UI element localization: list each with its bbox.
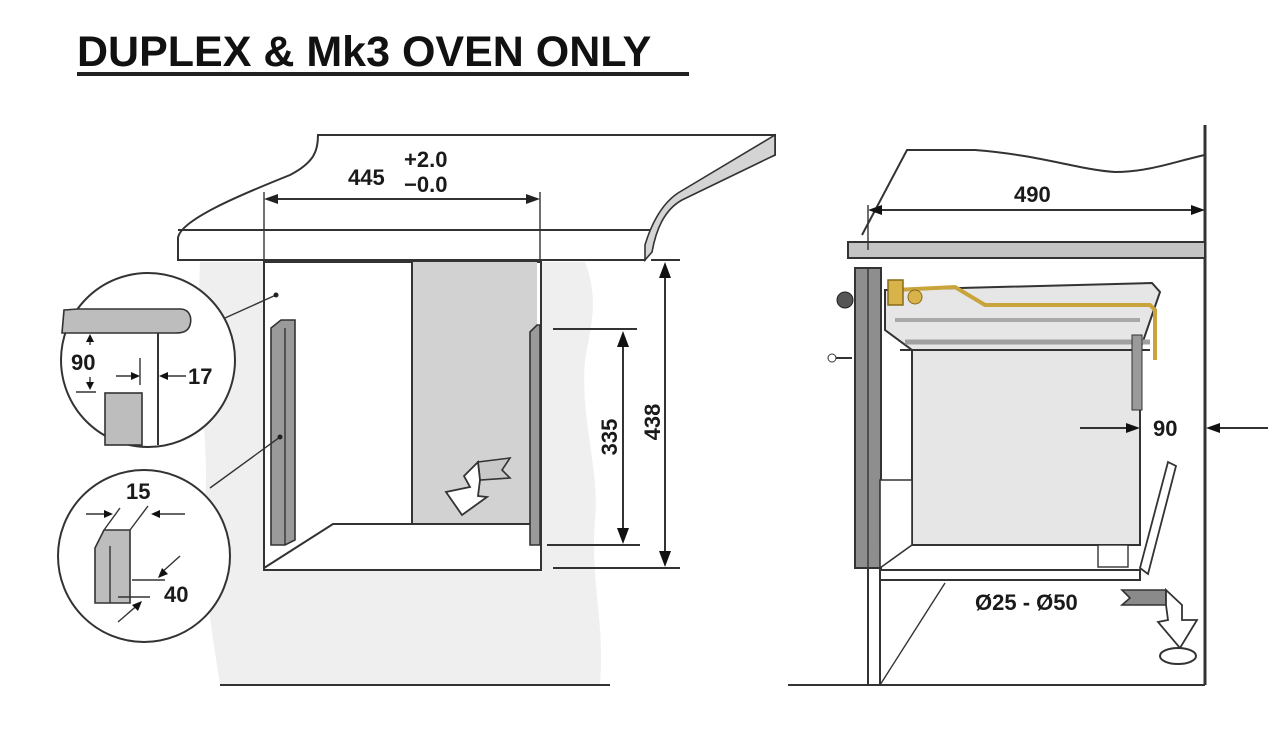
detail-thickness-value: 17 (188, 364, 212, 389)
dimension-height-438: 438 (553, 259, 680, 569)
title-underline (77, 72, 689, 76)
vent-hole-label: Ø25 - Ø50 (975, 590, 1078, 615)
worktop-side-edge (644, 133, 776, 263)
left-support-rail (270, 319, 296, 546)
oven-base-shelf (879, 569, 1141, 581)
detail-rail-depth-value: 40 (164, 582, 188, 607)
detail-rail-width-value: 15 (126, 479, 150, 504)
insert-arrow-icon (444, 456, 512, 517)
handle-end (827, 353, 837, 363)
detail-gap-value: 90 (71, 350, 95, 375)
leader-dot (273, 292, 279, 298)
dimension-rear-gap-90: 90 (1080, 408, 1268, 448)
junction-box (879, 479, 913, 570)
outer-height-value: 438 (640, 404, 665, 441)
inner-height-value: 335 (597, 419, 622, 456)
width-tolerance-minus: −0.0 (404, 172, 447, 197)
detail-circle-worktop: 90 17 (60, 272, 236, 448)
worktop-cut-outline (861, 149, 1206, 236)
right-support-rail (529, 324, 541, 546)
oven-body (884, 281, 1162, 546)
diagram-title: DUPLEX & Mk3 OVEN ONLY (77, 28, 689, 76)
detail-bottom-leader (209, 436, 281, 489)
front-view: 445 +2.0 −0.0 335 438 (57, 133, 776, 686)
depth-value: 490 (1014, 182, 1051, 207)
rear-angled-panel (1138, 460, 1178, 576)
leader-dot (277, 434, 283, 440)
detail-top-leader (224, 294, 277, 319)
side-section-view: 490 (788, 125, 1268, 686)
control-knob-icon (836, 291, 854, 309)
rear-fitting (1097, 544, 1129, 568)
width-tolerance-plus: +2.0 (404, 147, 447, 172)
vent-arrow-icon (1119, 587, 1199, 665)
width-value: 445 (348, 165, 385, 190)
gas-pipework (887, 279, 1157, 411)
detail-circle-rail: 15 40 (57, 469, 231, 643)
dimension-width-445: 445 +2.0 −0.0 (263, 147, 541, 262)
dimension-depth-490: 490 (867, 182, 1205, 250)
dimension-height-335: 335 (547, 328, 640, 546)
plinth-brace (879, 582, 946, 686)
rear-gap-value: 90 (1153, 416, 1177, 441)
side-worktop (847, 241, 1206, 259)
page-title: DUPLEX & Mk3 OVEN ONLY (77, 28, 651, 76)
cabinet-floor-edge (263, 523, 537, 569)
